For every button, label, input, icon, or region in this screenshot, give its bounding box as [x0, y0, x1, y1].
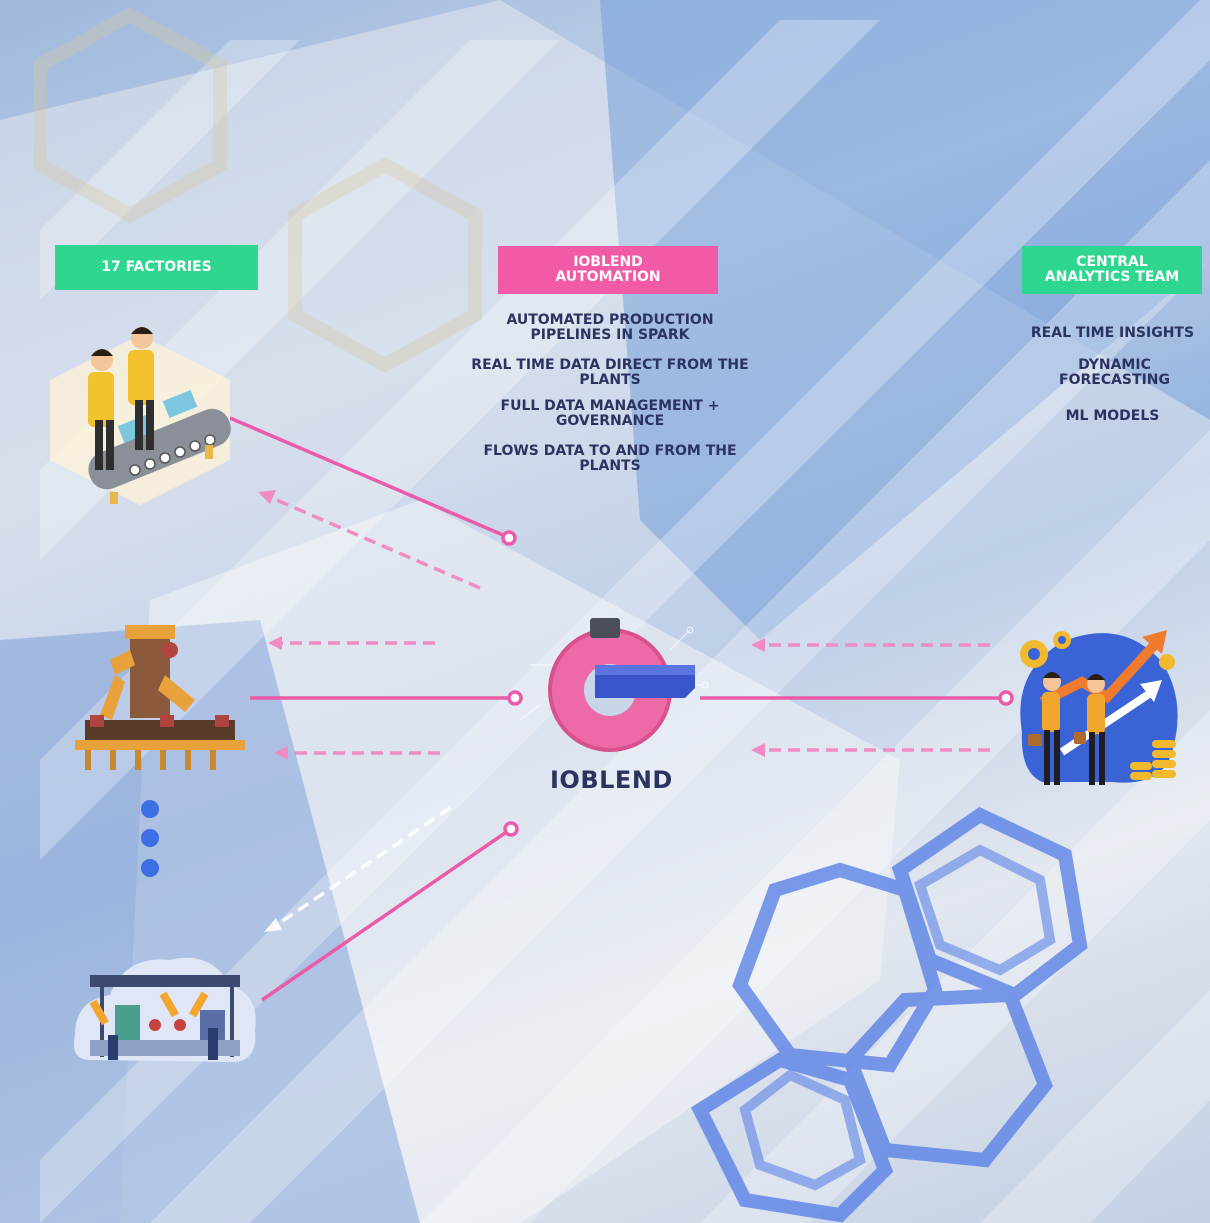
factory-cloud-icon [74, 957, 256, 1062]
node-top [501, 530, 517, 546]
ioblend-title: IOBLEND [550, 766, 673, 794]
analytics-label: CENTRAL ANALYTICS TEAM [1022, 246, 1202, 294]
automation-feature: FULL DATA MANAGEMENT + GOVERNANCE [500, 398, 720, 429]
automation-feature: FLOWS DATA TO AND FROM THE PLANTS [483, 443, 737, 474]
node-analytics [998, 690, 1014, 706]
automation-feature: REAL TIME DATA DIRECT FROM THE PLANTS [471, 357, 749, 388]
connector-factory-bottom [261, 831, 506, 1002]
more-dot [141, 829, 159, 847]
connector-factory-top [229, 416, 504, 537]
analytics-feature: REAL TIME INSIGHTS [1030, 325, 1195, 341]
robotic-arm-icon [75, 625, 245, 770]
automation-feature: AUTOMATED PRODUCTION PIPELINES IN SPARK [506, 312, 714, 343]
ioblend-logo-icon [520, 618, 709, 752]
factory-workers-icon [50, 327, 231, 505]
factories-label: 17 FACTORIES [55, 245, 258, 290]
dashed-arrow-bottom [277, 806, 451, 926]
node-bottom [503, 821, 519, 837]
node-middle [507, 690, 523, 706]
automation-label: IOBLEND AUTOMATION [498, 246, 718, 294]
analytics-feature: DYNAMIC FORECASTING [1059, 357, 1170, 388]
more-dot [141, 800, 159, 818]
analytics-feature: ML MODELS [1065, 408, 1160, 424]
more-dot [141, 859, 159, 877]
analytics-team-icon [1020, 630, 1178, 785]
